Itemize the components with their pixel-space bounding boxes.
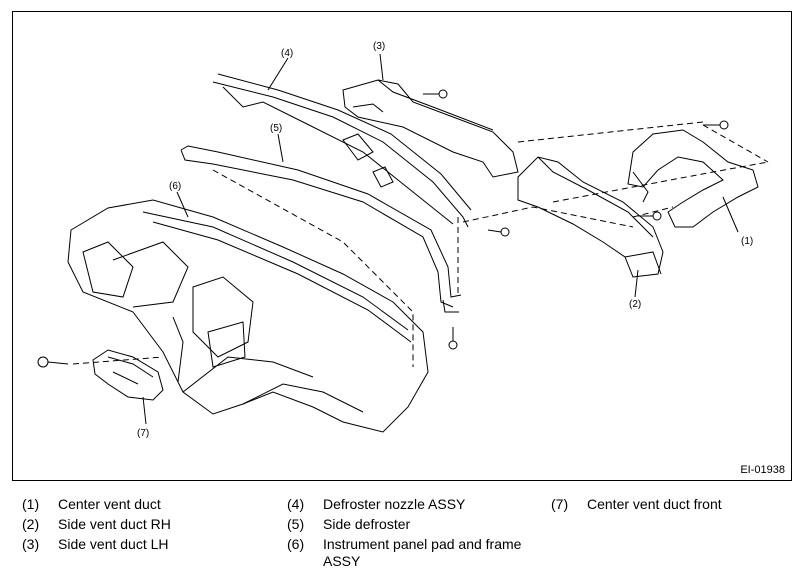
leader-lines [142,53,739,425]
legend-label: Side defroster [323,516,411,532]
legend-number: (3) [22,536,40,552]
figure-id: EI-01938 [740,464,785,476]
callout-3: (3) [373,41,385,52]
callout-4: (4) [281,48,293,59]
legend-label: Instrument panel pad and frame ASSY [323,536,522,569]
exploded-view-drawing: (4) (3) (5) (6) (1) (2) (7) [37,41,769,439]
diagram-frame: (4) (3) (5) (6) (1) (2) (7) EI-01938 [12,11,792,481]
legend-label: Center vent duct [58,496,161,512]
side-vent-duct-rh [517,156,664,278]
side-defroster [180,145,462,313]
legend-number: (6) [287,536,305,552]
instrument-panel-pad [67,199,429,433]
callout-2: (2) [629,299,641,310]
side-vent-duct-lh [342,79,519,178]
defroster-nozzle [212,73,472,228]
legend-label: Side vent duct RH [58,516,171,532]
legend-label: Side vent duct LH [58,536,169,552]
legend-number: (5) [287,516,305,532]
center-vent-duct [627,129,759,228]
legend-number: (1) [22,496,40,512]
legend-number: (7) [551,496,569,512]
alignment-lines [72,121,769,367]
callout-7: (7) [137,428,149,439]
callout-5: (5) [270,123,282,134]
callout-1: (1) [741,236,753,247]
parts-legend: (1) Center vent duct (2) Side vent duct … [0,494,804,576]
callout-6: (6) [169,181,181,192]
legend-label: Defroster nozzle ASSY [323,496,466,512]
center-vent-duct-front [92,349,164,401]
legend-number: (2) [22,516,40,532]
legend-label: Center vent duct front [587,496,722,512]
screws [37,89,729,368]
legend-number: (4) [287,496,305,512]
